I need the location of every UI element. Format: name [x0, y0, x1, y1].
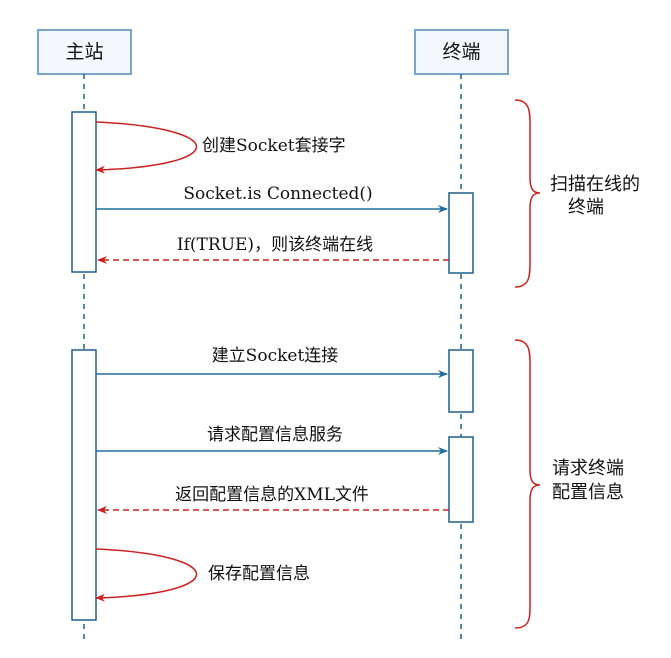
participant-left-label: 主站: [65, 41, 103, 63]
participant-left: 主站: [37, 29, 132, 75]
message-label-3: If(TRUE)，则该终端在线: [177, 235, 373, 255]
activation-right-2: [448, 349, 474, 413]
brace-label-1-line2: 终端: [568, 197, 604, 218]
message-label-2: Socket.is Connected(): [183, 184, 372, 204]
brace-request-config: [514, 339, 541, 629]
brace-label-2-line1: 请求终端: [552, 458, 624, 479]
activation-right-1: [448, 192, 474, 274]
activation-right-3: [448, 436, 474, 523]
activation-left-2: [71, 349, 97, 621]
message-label-5: 请求配置信息服务: [207, 425, 343, 445]
message-label-6: 返回配置信息的XML文件: [175, 485, 369, 505]
message-self-create-socket: [95, 121, 198, 174]
brace-label-2-line2: 配置信息: [552, 482, 624, 503]
message-self-save-config: [95, 548, 198, 602]
participant-right: 终端: [414, 29, 509, 75]
activation-left-1: [71, 111, 97, 273]
message-label-1: 创建Socket套接字: [202, 136, 346, 156]
brace-label-1-line1: 扫描在线的: [550, 174, 640, 195]
brace-scan-online: [514, 99, 541, 288]
message-label-7: 保存配置信息: [208, 564, 310, 584]
message-label-4: 建立Socket连接: [212, 346, 339, 366]
participant-right-label: 终端: [442, 41, 480, 63]
